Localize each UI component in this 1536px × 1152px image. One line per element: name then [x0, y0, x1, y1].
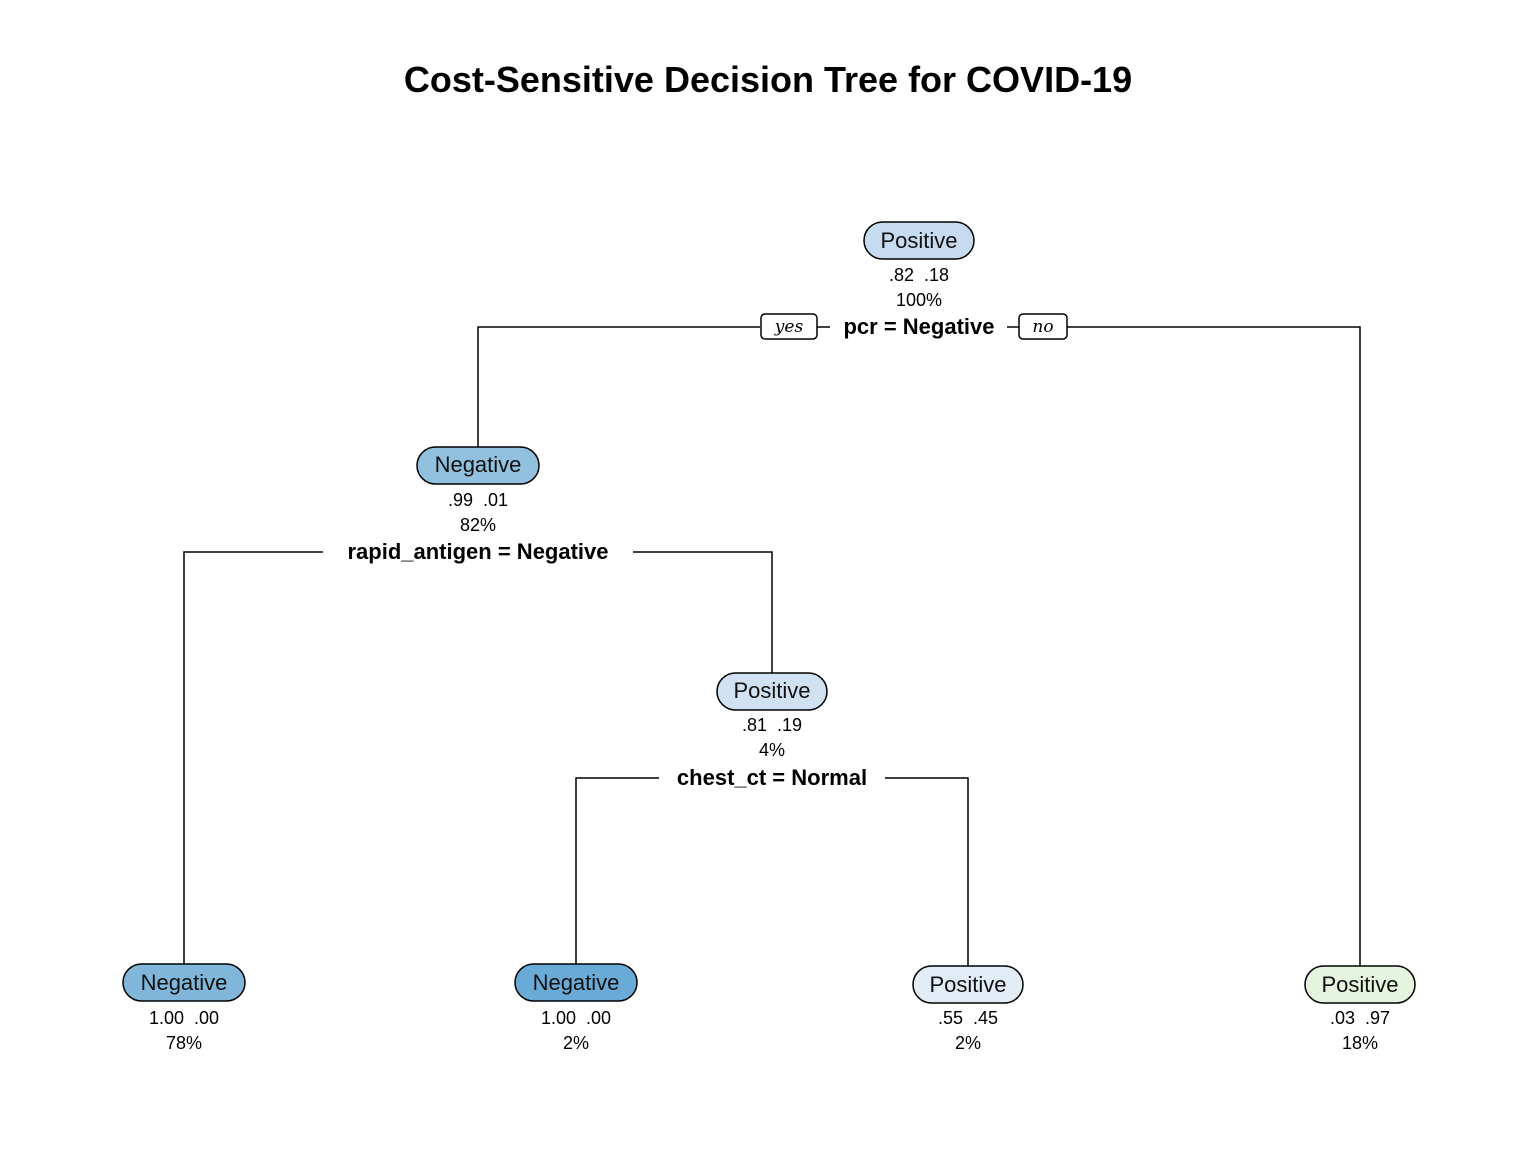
node-n5-label: Positive	[733, 678, 810, 703]
leaf-1-box	[122, 963, 246, 1002]
leaf-4: Positive .03 .97 18%	[1304, 965, 1416, 1053]
leaf-4-pct: 18%	[1342, 1033, 1378, 1053]
leaf-3-label: Positive	[929, 972, 1006, 997]
leaf-2: Negative 1.00 .00 2%	[514, 963, 638, 1053]
node-root-split: pcr = Negative	[843, 314, 994, 339]
tree-edges	[183, 326, 1361, 966]
chart-title: Cost-Sensitive Decision Tree for COVID-1…	[404, 59, 1132, 100]
leaf-2-label: Negative	[533, 970, 620, 995]
node-n2-label: Negative	[435, 452, 522, 477]
leaf-4-probs: .03 .97	[1330, 1008, 1390, 1028]
leaf-2-pct: 2%	[563, 1033, 589, 1053]
node-n2-pct: 82%	[460, 515, 496, 535]
node-n5-probs: .81 .19	[742, 715, 802, 735]
node-root-probs: .82 .18	[889, 265, 949, 285]
no-label-box	[1018, 313, 1068, 340]
leaf-2-box	[514, 963, 638, 1002]
node-n2-probs: .99 .01	[448, 490, 508, 510]
leaf-2-probs: 1.00 .00	[541, 1008, 611, 1028]
no-label: no	[1032, 317, 1053, 337]
leaf-1-label: Negative	[141, 970, 228, 995]
leaf-3-probs: .55 .45	[938, 1008, 998, 1028]
leaf-3-pct: 2%	[955, 1033, 981, 1053]
leaf-4-box	[1304, 965, 1416, 1004]
node-root-pct: 100%	[896, 290, 942, 310]
leaf-1: Negative 1.00 .00 78%	[122, 963, 246, 1053]
node-n5-box	[716, 672, 828, 711]
edge-root-yes	[477, 326, 760, 447]
leaf-1-probs: 1.00 .00	[149, 1008, 219, 1028]
node-root-label: Positive	[880, 228, 957, 253]
edge-n2-right	[633, 551, 773, 673]
leaf-3-box	[912, 965, 1024, 1004]
node-n2-box	[416, 446, 540, 485]
node-n2: Negative .99 .01 82% rapid_antigen = Neg…	[347, 446, 609, 564]
yes-label-box	[760, 313, 818, 340]
leaf-1-pct: 78%	[166, 1033, 202, 1053]
edge-n5-left	[575, 777, 659, 964]
node-root-box	[863, 221, 975, 260]
edge-n2-left	[183, 551, 323, 964]
yes-label: yes	[774, 317, 804, 337]
node-n5: Positive .81 .19 4% chest_ct = Normal	[677, 672, 867, 790]
leaf-4-label: Positive	[1321, 972, 1398, 997]
edge-root-no	[1067, 326, 1361, 966]
leaf-3: Positive .55 .45 2%	[912, 965, 1024, 1053]
node-root: Positive .82 .18 100% pcr = Negative yes…	[760, 221, 1068, 340]
node-n5-pct: 4%	[759, 740, 785, 760]
node-n2-split: rapid_antigen = Negative	[347, 539, 608, 564]
edge-n5-right	[885, 777, 969, 966]
node-n5-split: chest_ct = Normal	[677, 765, 867, 790]
